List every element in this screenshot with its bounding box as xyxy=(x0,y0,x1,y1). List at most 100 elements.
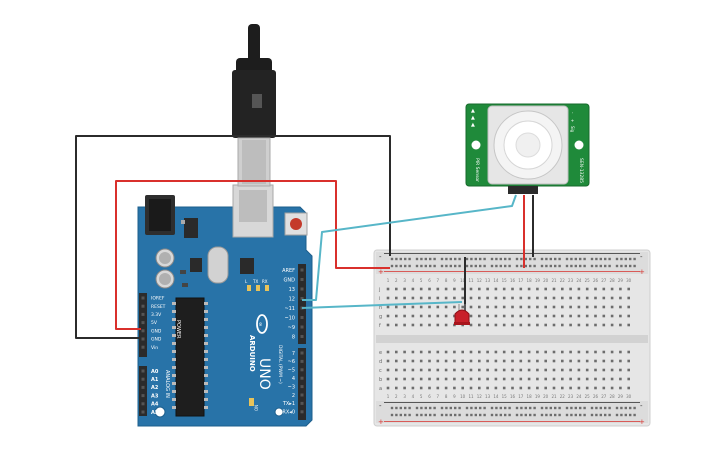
breadboard-hole xyxy=(627,368,630,372)
breadboard-rail-hole xyxy=(399,257,402,261)
breadboard-hole xyxy=(569,296,572,300)
row-letter: f xyxy=(379,323,381,329)
breadboard-rail-hole xyxy=(404,264,407,268)
breadboard-rail-hole xyxy=(495,406,498,410)
breadboard-rail-hole xyxy=(495,264,498,268)
breadboard-rail-hole xyxy=(624,257,627,261)
power-pin-label: Vin xyxy=(151,345,158,351)
row-letter: e xyxy=(379,350,382,356)
breadboard-hole xyxy=(519,323,523,327)
breadboard-hole xyxy=(419,350,423,354)
breadboard-rail-hole xyxy=(424,406,427,410)
breadboard-rail-hole xyxy=(595,257,598,261)
breadboard-hole xyxy=(403,386,406,390)
chip-leg xyxy=(204,390,208,393)
breadboard-hole xyxy=(494,377,498,381)
breadboard-rail-hole xyxy=(433,257,436,261)
model-label: UNO xyxy=(256,358,272,390)
breadboard-rail-hole xyxy=(579,406,582,410)
breadboard-hole xyxy=(469,287,473,291)
breadboard-hole xyxy=(419,314,423,318)
column-number-top: 23 xyxy=(568,278,574,283)
breadboard-hole xyxy=(502,314,506,318)
breadboard-rail-hole xyxy=(449,406,452,410)
breadboard-hole xyxy=(627,296,630,300)
column-number-top: 6 xyxy=(428,278,431,283)
breadboard-hole xyxy=(502,377,506,381)
breadboard-hole xyxy=(436,323,440,327)
breadboard-hole xyxy=(428,350,431,354)
column-number-bottom: 10 xyxy=(460,394,466,399)
breadboard-hole xyxy=(619,377,622,381)
breadboard-hole xyxy=(561,368,564,372)
breadboard-rail-hole xyxy=(429,406,432,410)
chip-leg xyxy=(204,350,208,353)
breadboard-hole xyxy=(527,296,531,300)
breadboard-rail-hole xyxy=(404,406,407,410)
analog-pin-label: A2 xyxy=(151,385,159,391)
pir-pin-label-plus: + xyxy=(570,119,575,122)
column-number-bottom: 27 xyxy=(601,394,607,399)
column-number-bottom: 30 xyxy=(626,394,632,399)
breadboard-rail-hole xyxy=(579,257,582,261)
breadboard-rail-hole xyxy=(570,413,573,417)
breadboard-hole xyxy=(436,350,440,354)
breadboard-rail-hole xyxy=(524,406,527,410)
breadboard-hole xyxy=(577,287,581,291)
column-number-bottom: 11 xyxy=(468,394,474,399)
breadboard-hole xyxy=(536,314,539,318)
breadboard-rail-hole xyxy=(415,413,419,417)
breadboard-rail-hole xyxy=(529,257,532,261)
breadboard-hole xyxy=(511,314,514,318)
breadboard-rail-hole xyxy=(565,406,569,410)
breadboard-rail-hole xyxy=(595,406,598,410)
breadboard-hole xyxy=(386,377,390,381)
breadboard-hole xyxy=(486,296,489,300)
breadboard-rail-hole xyxy=(524,257,527,261)
chip-leg xyxy=(172,366,176,369)
breadboard-hole xyxy=(544,323,547,327)
column-number-bottom: 7 xyxy=(437,394,440,399)
breadboard-hole xyxy=(428,377,431,381)
breadboard-hole xyxy=(602,377,606,381)
breadboard-hole xyxy=(619,296,622,300)
analog-pin xyxy=(141,369,145,373)
breadboard-rail-hole xyxy=(574,264,577,268)
breadboard-rail-hole xyxy=(504,264,507,268)
breadboard-hole xyxy=(461,386,464,390)
column-number-top: 24 xyxy=(576,278,582,283)
breadboard-rail-hole xyxy=(408,264,411,268)
breadboard-rail-hole xyxy=(595,264,598,268)
breadboard-rail-hole xyxy=(458,264,461,268)
digital-pin-label: ~3 xyxy=(288,384,295,390)
breadboard-hole xyxy=(602,359,606,363)
power-pin-label: 5V xyxy=(151,320,158,326)
breadboard-hole xyxy=(627,350,630,354)
breadboard-rail-hole xyxy=(558,257,561,261)
breadboard-hole xyxy=(511,287,514,291)
breadboard-rail-hole xyxy=(449,264,452,268)
power-pin xyxy=(141,329,145,333)
digital-pin-label: ~6 xyxy=(288,359,295,365)
breadboard-hole xyxy=(594,305,597,309)
breadboard-hole xyxy=(619,305,622,309)
breadboard-hole xyxy=(453,287,456,291)
breadboard-hole xyxy=(419,386,423,390)
chip-leg xyxy=(172,318,176,321)
breadboard-hole xyxy=(395,314,398,318)
breadboard-rail-hole xyxy=(429,413,432,417)
svg-text:∞: ∞ xyxy=(257,322,263,326)
breadboard-hole xyxy=(544,305,547,309)
breadboard-hole xyxy=(486,314,489,318)
breadboard-rail-hole xyxy=(554,264,557,268)
breadboard-rail-hole xyxy=(440,413,444,417)
breadboard-hole xyxy=(519,377,523,381)
breadboard-hole xyxy=(502,305,506,309)
power-pin-label: GND xyxy=(151,337,162,343)
breadboard-rail-hole xyxy=(604,406,607,410)
breadboard-rail-hole xyxy=(565,413,569,417)
breadboard-hole xyxy=(627,314,630,318)
breadboard-hole xyxy=(561,323,564,327)
breadboard-rail-hole xyxy=(499,257,502,261)
breadboard-rail-hole xyxy=(615,413,619,417)
